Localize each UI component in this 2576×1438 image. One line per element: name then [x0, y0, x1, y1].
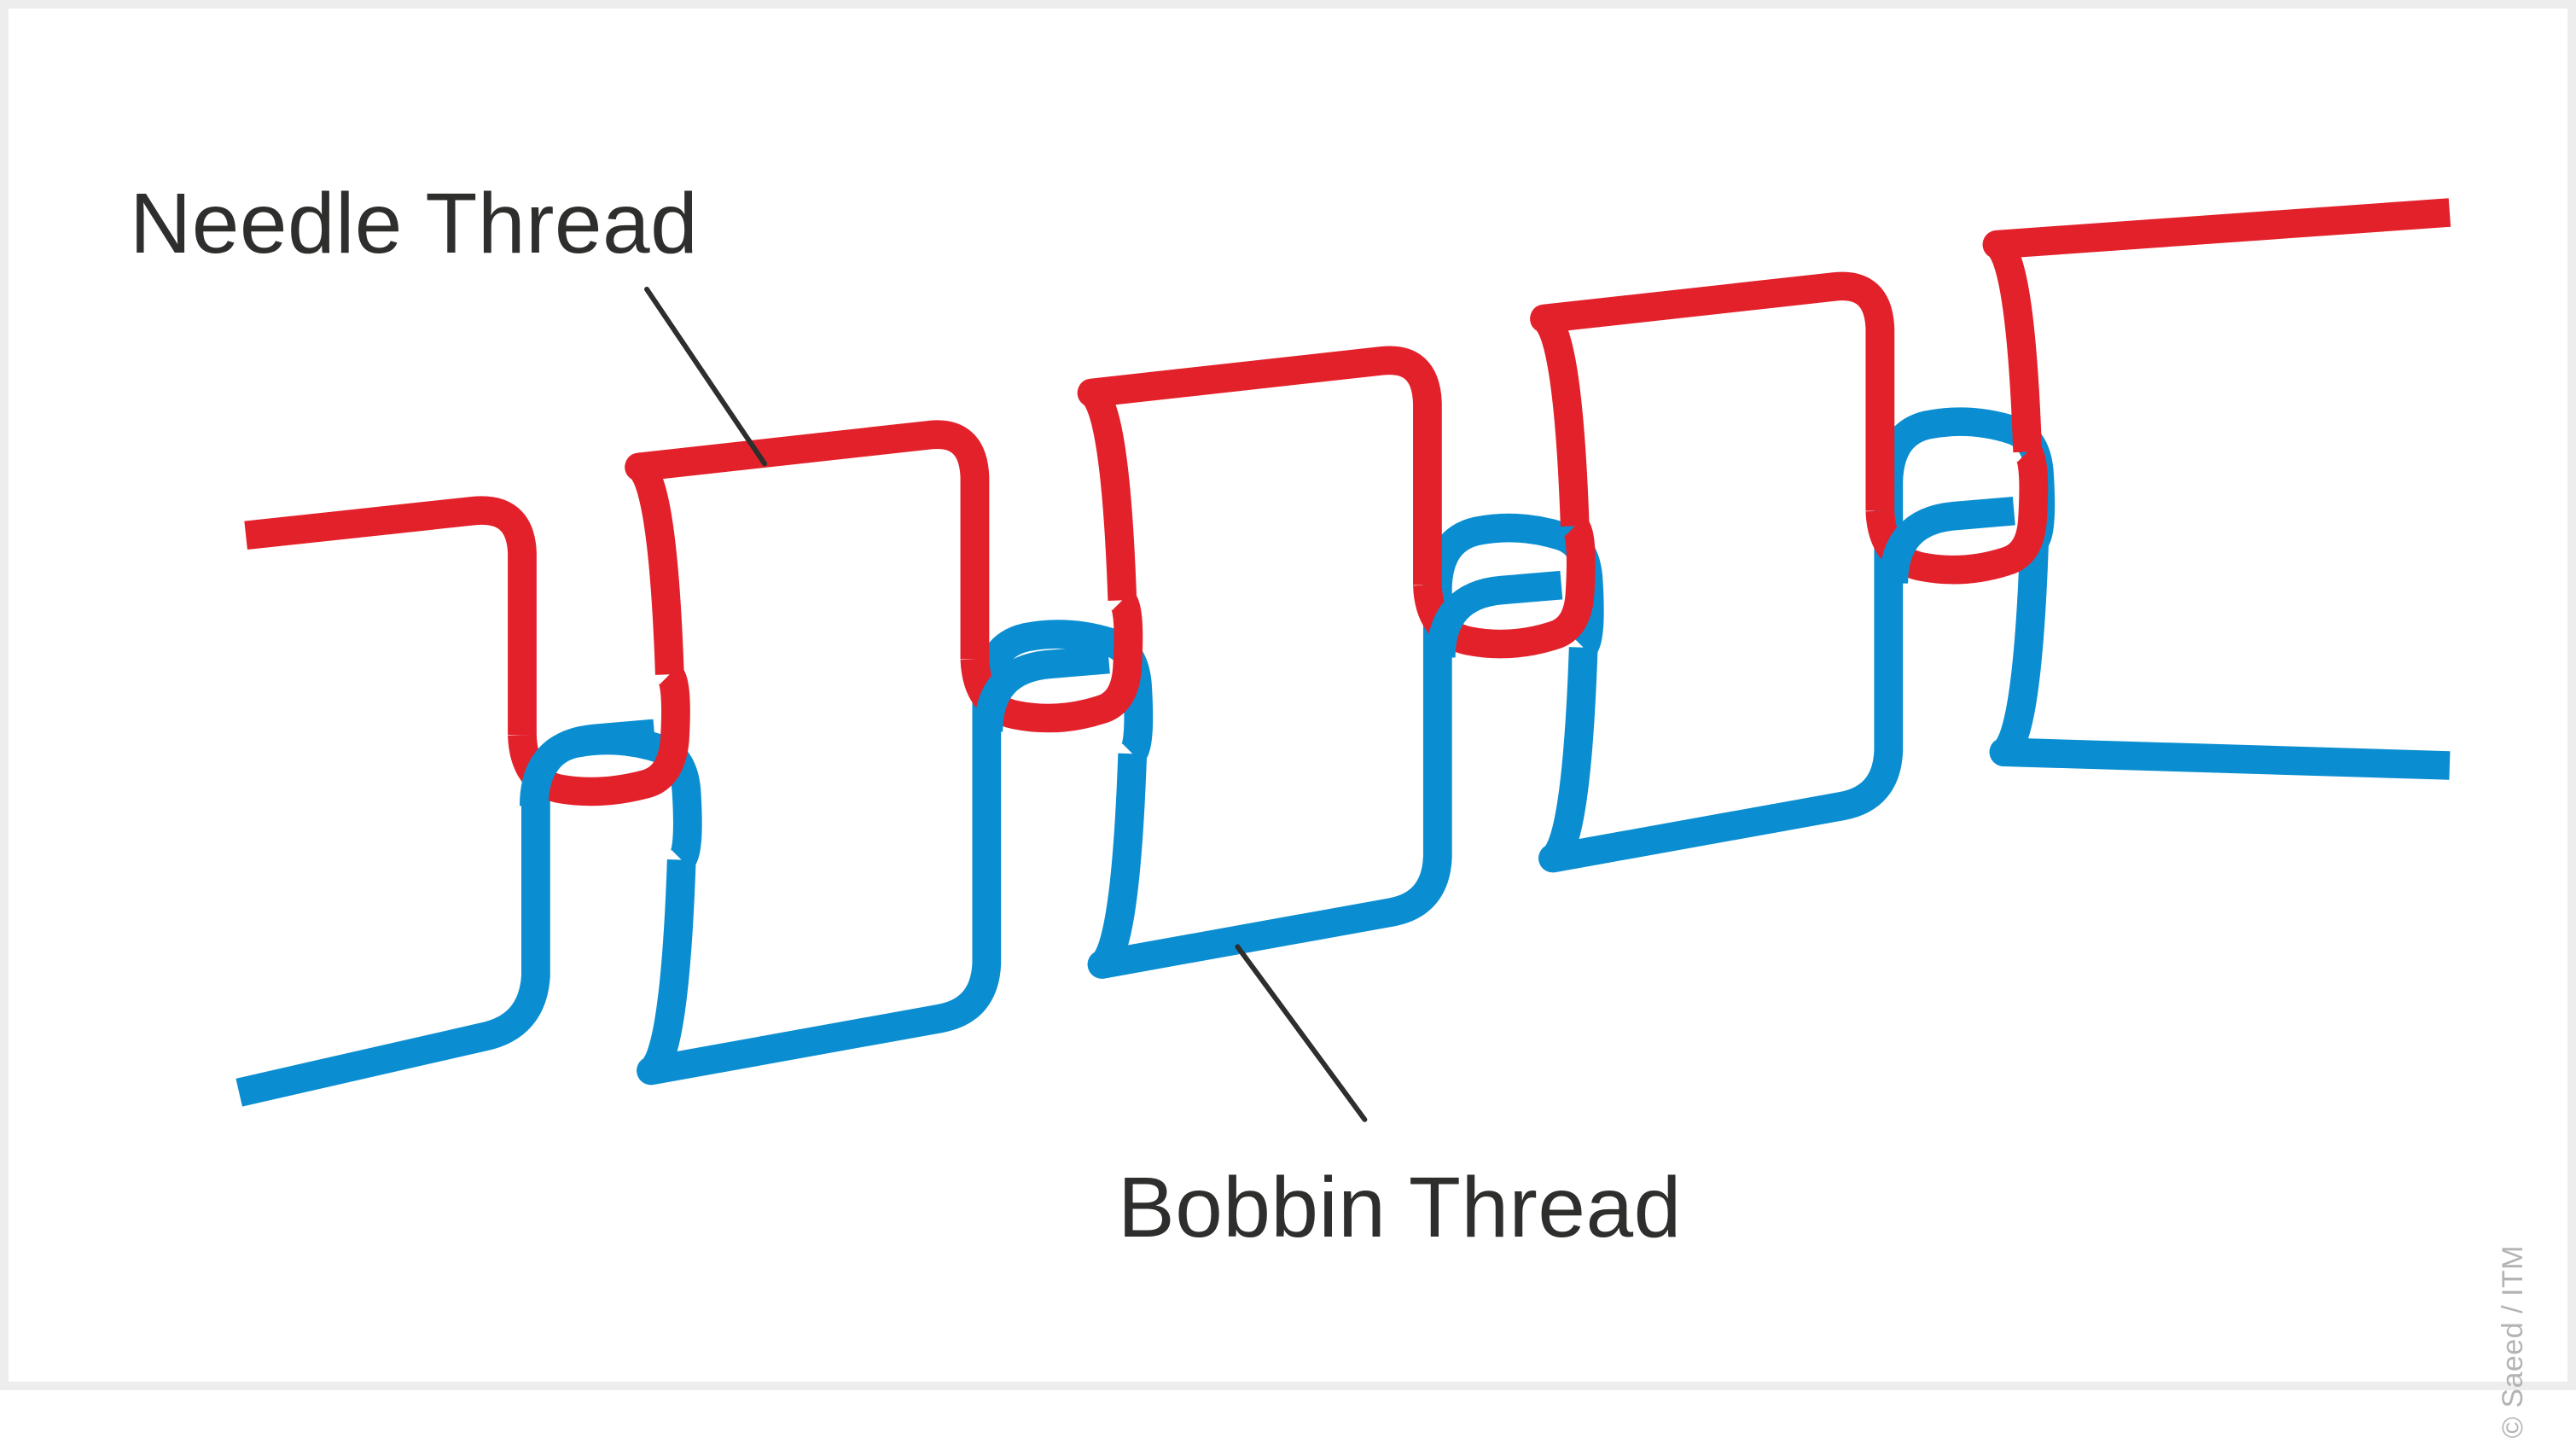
needle-thread-segment [625, 420, 990, 675]
bobbin-thread-leader-line [1235, 944, 1368, 1122]
bobbin-thread-segment [236, 799, 550, 1107]
needle-thread-segment [1982, 198, 2451, 453]
needle-thread-segment [244, 496, 537, 736]
bobbin-thread-segment [1087, 586, 1452, 979]
needle-thread-leader-line [644, 286, 768, 467]
bobbin-thread-label: Bobbin Thread [1118, 1160, 1682, 1255]
thread-interlace-knot [974, 644, 1110, 733]
needle-thread-segment [1530, 271, 1895, 527]
needle-thread-path-group [244, 198, 2451, 806]
thread-interlace-knot [1426, 570, 1563, 659]
bobbin-thread-segment [1538, 480, 1904, 873]
needle-thread-label: Needle Thread [130, 176, 699, 271]
bobbin-thread-segment [1989, 540, 2451, 780]
bobbin-thread-path-group [236, 407, 2451, 1107]
needle-thread-segment [1077, 346, 1442, 601]
thread-knot-overlay-group [520, 496, 2015, 806]
thread-interlace-knot [520, 719, 656, 806]
thread-interlace-knot [1879, 496, 2015, 585]
copyright-credit: © Saeed / ITM [2497, 1245, 2529, 1438]
bobbin-thread-segment [972, 620, 1154, 764]
bobbin-thread-segment [637, 693, 1002, 1086]
stitch-illustration-canvas [236, 198, 2451, 1122]
